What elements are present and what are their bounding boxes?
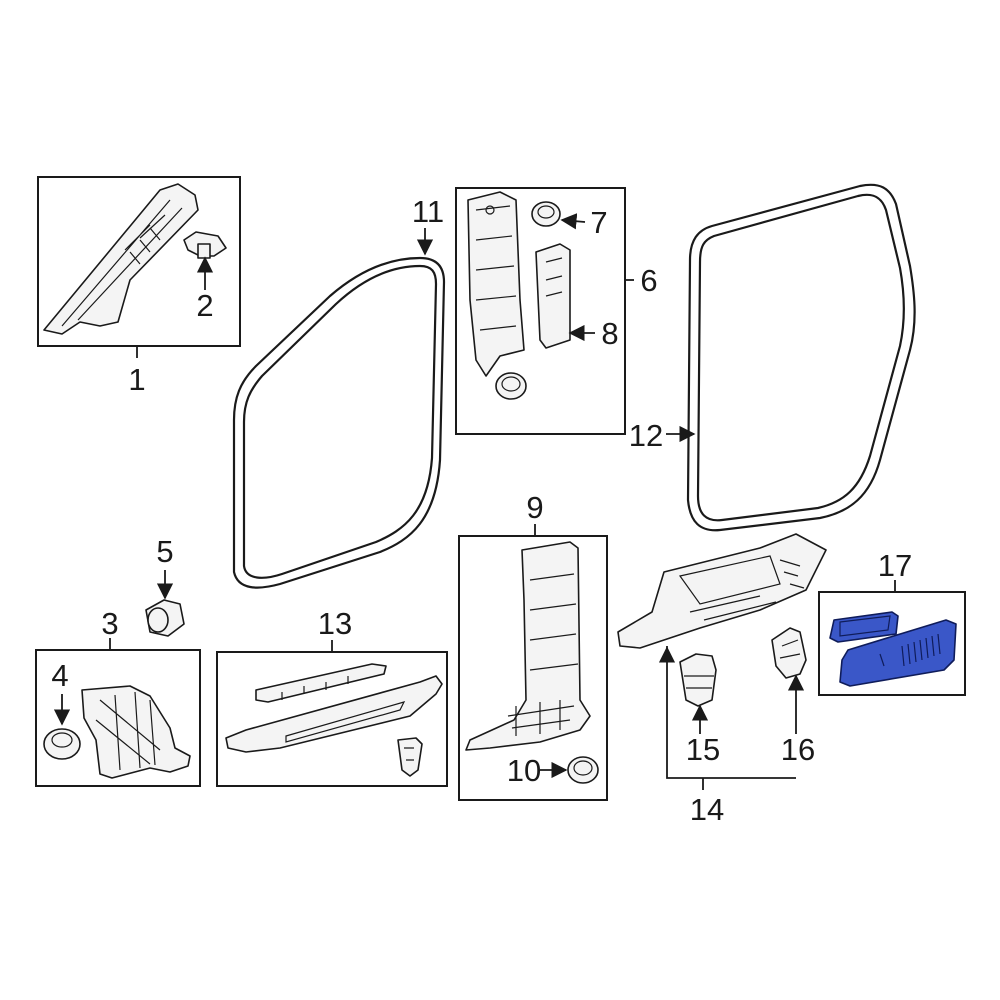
b-pillar-lower-trim[interactable] [465,541,591,751]
callout-16: 16 [781,732,815,767]
sill-trim-clip[interactable] [679,653,717,707]
part-group-b-pillar-lower: 10 9 [458,490,608,801]
part-group-rear-seal: 12 [629,183,916,532]
rear-sill-trim[interactable] [617,533,827,649]
callout-14: 14 [690,792,724,827]
step-light-lens[interactable] [829,611,899,643]
rear-door-weatherstrip[interactable] [686,183,916,532]
callout-8: 8 [601,316,618,351]
b-pillar-garnish[interactable] [535,243,571,349]
callout-3: 3 [101,606,118,641]
lower-quarter-trim[interactable] [81,685,191,779]
callout-10: 10 [507,753,541,788]
part-group-a-pillar: 2 1 [37,176,241,397]
scuff-plate-clip[interactable] [397,737,423,777]
b-pillar-clip-lower[interactable] [495,372,527,400]
callout-17: 17 [878,548,912,583]
callout-9: 9 [526,490,543,525]
scuff-plate[interactable] [225,675,443,753]
frame-b-pillar-upper [455,187,626,435]
callout-12: 12 [629,418,663,453]
callout-11: 11 [412,194,444,229]
part-group-scuff-plate: 13 [216,606,448,787]
frame-step-light [818,591,966,696]
callout-2: 2 [196,288,213,323]
sill-trim-retainer[interactable] [771,627,807,679]
callout-4: 4 [51,658,68,693]
frame-lower-trim [35,649,201,787]
b-pillar-clip-upper[interactable] [531,201,561,227]
a-pillar-trim[interactable] [43,183,199,335]
part-group-b-pillar-upper: 7 8 6 [455,187,658,435]
part-group-cushion: 5 [145,534,185,637]
part-group-lower-trim: 4 3 [35,606,201,787]
frame-b-pillar-lower [458,535,608,801]
part-group-front-seal: 11 [232,194,446,589]
a-pillar-clip[interactable] [183,231,227,259]
callout-7: 7 [590,205,607,240]
callout-5: 5 [156,534,173,569]
b-pillar-lower-clip[interactable] [567,756,599,784]
frame-a-pillar [37,176,241,347]
b-pillar-upper-trim[interactable] [467,191,525,377]
step-light-housing[interactable] [839,619,957,687]
part-group-step-light: 17 [818,548,966,696]
callout-13: 13 [318,606,352,641]
part-group-sill-trim: 15 16 14 [617,533,827,827]
callout-6: 6 [640,263,657,298]
scuff-plate-upper[interactable] [255,663,387,703]
callout-15: 15 [686,732,720,767]
cushion[interactable] [145,599,185,637]
front-door-weatherstrip[interactable] [232,256,446,589]
callout-1: 1 [128,362,145,397]
trim-clip-small[interactable] [43,728,81,760]
